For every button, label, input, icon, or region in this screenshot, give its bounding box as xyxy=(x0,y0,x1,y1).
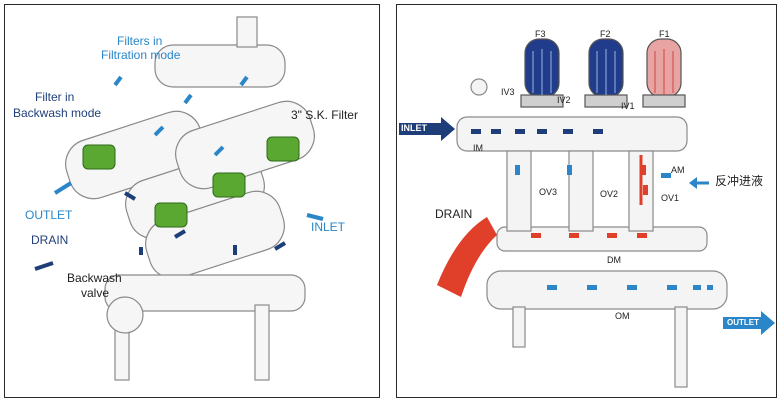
iv2-label: IV2 xyxy=(557,95,571,105)
sk-filter-label: 3" S.K. Filter xyxy=(291,108,358,122)
om-label: OM xyxy=(615,311,630,321)
stand-leg-right xyxy=(254,304,270,381)
am-label: AM xyxy=(671,165,685,175)
drain-flow-arrow xyxy=(34,261,54,271)
backwash-valve-label-2: valve xyxy=(81,286,110,300)
ov1-label: OV1 xyxy=(661,193,680,203)
right-inlet-label: INLET xyxy=(401,123,427,133)
filter-body-3 xyxy=(175,100,315,190)
outlet-flow-arrow xyxy=(53,181,73,195)
filter-base-f1 xyxy=(642,94,686,108)
right-drain-label: DRAIN xyxy=(435,207,473,221)
left-diagram-panel: Filters in Filtration mode Filter in Bac… xyxy=(4,4,380,398)
im-label: IM xyxy=(473,143,483,153)
filter-backwash-label-1: Filter in xyxy=(35,90,75,104)
flow-arrow-navy xyxy=(123,191,137,201)
filter-body-4 xyxy=(145,190,285,280)
ov2-label: OV2 xyxy=(600,189,619,199)
flow-arrow-navy xyxy=(273,241,287,251)
bottom-manifold xyxy=(104,274,306,312)
filter-backwash-label-2: Backwash mode xyxy=(13,106,102,120)
right-outlet-label: OUTLET xyxy=(727,318,759,327)
inlet-label: INLET xyxy=(311,220,346,234)
filters-filtration-label-2: Filtration mode xyxy=(101,48,181,62)
riser-3 xyxy=(506,150,532,232)
green-filter-element xyxy=(212,172,246,198)
flow-arrow-blue xyxy=(113,75,123,87)
drain-manifold-dm xyxy=(496,226,708,252)
backwash-inlet-cn-label: 反冲进液 xyxy=(715,174,764,188)
filter-battery-illustration xyxy=(34,16,324,381)
iv3-label: IV3 xyxy=(501,87,515,97)
flow-arrow-blue xyxy=(213,145,225,157)
right-diagram-panel: F3 F2 F1 IV3 IV2 IV1 INLET IM OV3 OV2 OV… xyxy=(396,4,777,398)
drain-label: DRAIN xyxy=(31,233,69,247)
flow-arrow-blue xyxy=(153,125,165,137)
backwash-inlet-arrow xyxy=(689,177,697,189)
filter-f2-label: F2 xyxy=(600,29,611,39)
inlet-flow-arrow xyxy=(306,213,324,221)
pressure-gauge xyxy=(470,78,488,96)
drain-port xyxy=(106,296,144,334)
drain-spray xyxy=(437,217,497,297)
iv1-label: IV1 xyxy=(621,101,635,111)
top-manifold xyxy=(154,44,286,88)
outlet-label: OUTLET xyxy=(25,208,73,222)
filter-f3-label: F3 xyxy=(535,29,546,39)
flow-arrow-blue xyxy=(239,75,249,87)
filter-f1-label: F1 xyxy=(659,29,670,39)
backwash-valve-label-1: Backwash xyxy=(67,271,122,285)
ov3-label: OV3 xyxy=(539,187,558,197)
outlet-manifold-om xyxy=(486,270,728,310)
outlet-arrow-shape xyxy=(723,311,775,335)
green-filter-element xyxy=(266,136,300,162)
filters-filtration-label-1: Filters in xyxy=(117,34,163,48)
green-filter-element xyxy=(154,202,188,228)
riser-2 xyxy=(568,150,594,232)
inlet-arrow-shape xyxy=(399,117,455,141)
flow-arrow-blue xyxy=(183,93,193,105)
dm-label: DM xyxy=(607,255,621,265)
air-valve xyxy=(236,16,258,48)
manifold-illustration xyxy=(399,38,775,388)
leg-left xyxy=(512,306,526,348)
flow-arrow-navy xyxy=(173,229,187,239)
green-filter-element xyxy=(82,144,116,170)
leg-right xyxy=(674,306,688,388)
